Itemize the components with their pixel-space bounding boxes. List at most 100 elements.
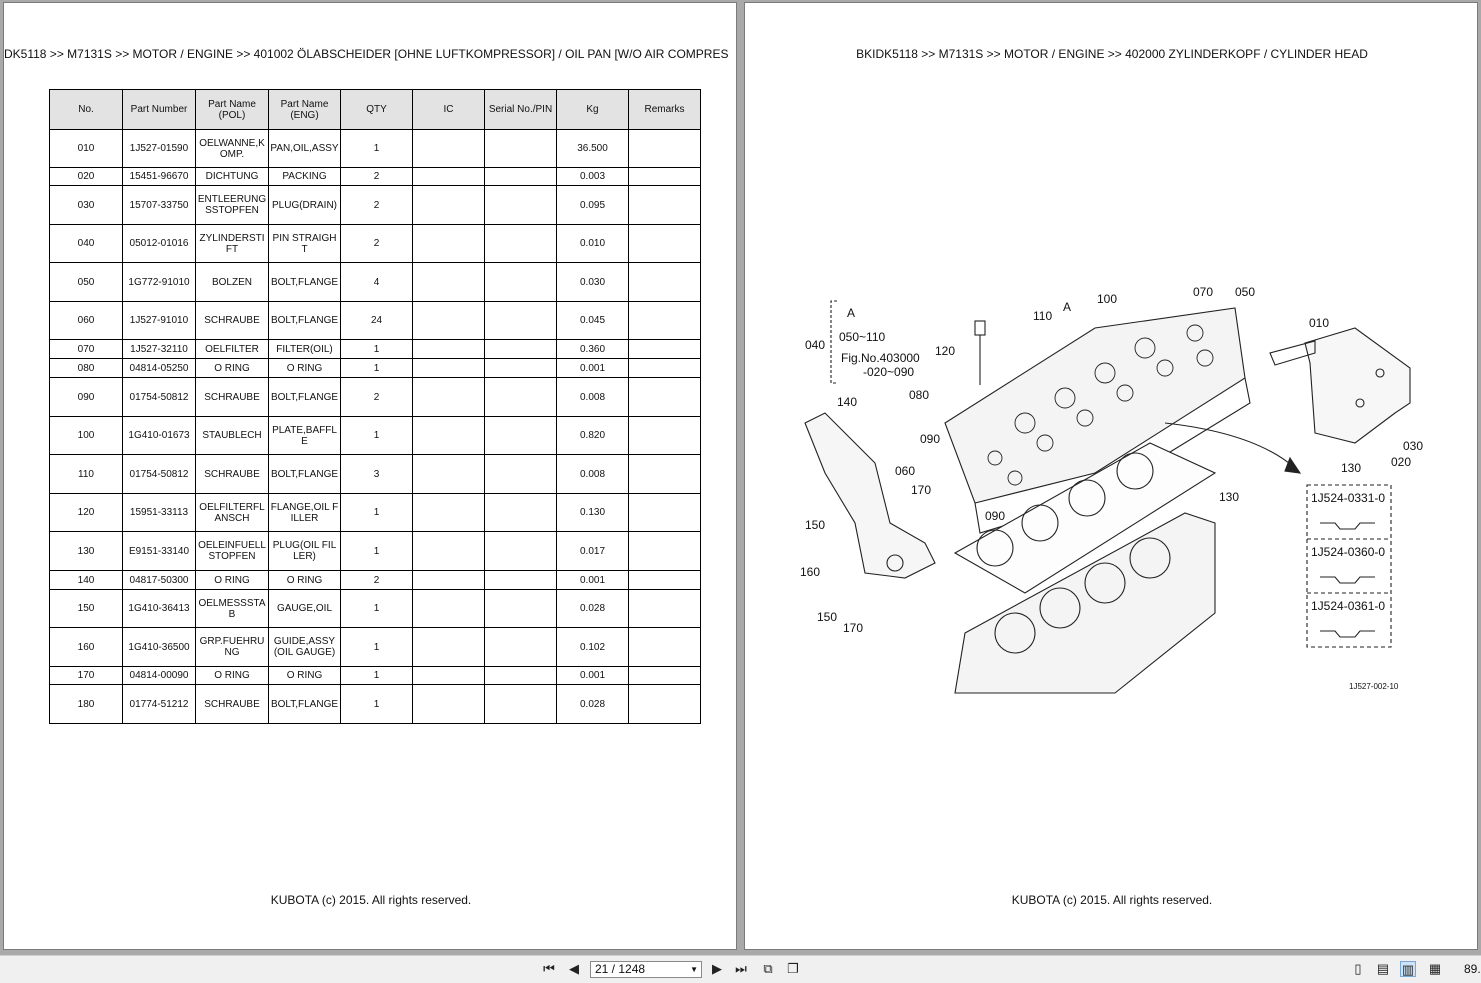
duplicate-page-icon[interactable]: ❐ <box>787 961 799 976</box>
col-part-name-eng-cell: BOLT,FLANGE <box>268 684 341 724</box>
col-part-number-cell: 1J527-91010 <box>122 301 196 340</box>
col-remarks-cell <box>628 589 701 628</box>
col-remarks-cell <box>628 301 701 340</box>
col-kg-cell: 0.001 <box>556 570 629 590</box>
col-kg-cell: 0.360 <box>556 339 629 359</box>
col-remarks-cell <box>628 684 701 724</box>
col-kg-cell: 0.028 <box>556 589 629 628</box>
right-footer: KUBOTA (c) 2015. All rights reserved. <box>1011 893 1213 907</box>
single-page-view-icon[interactable]: ▯ <box>1354 961 1362 976</box>
two-page-view-icon[interactable]: ▥ <box>1400 961 1416 977</box>
col-part-number-cell: 04817-50300 <box>122 570 196 590</box>
col-part-number-cell: 1G410-36500 <box>122 627 196 667</box>
col-part-name-eng-cell: FILTER(OIL) <box>268 339 341 359</box>
page-select[interactable]: 21 / 1248 ▼ <box>590 961 702 978</box>
col-remarks-cell <box>628 262 701 302</box>
col-serial-cell <box>484 377 557 417</box>
col-no-cell: 150 <box>49 589 123 628</box>
col-ic-cell <box>412 666 485 685</box>
col-kg-cell: 0.001 <box>556 666 629 685</box>
col-no-cell: 050 <box>49 262 123 302</box>
col-remarks-cell <box>628 627 701 667</box>
col-no-cell: 160 <box>49 627 123 667</box>
copy-page-icon[interactable]: ⧉ <box>763 961 773 976</box>
col-ic-cell <box>412 684 485 724</box>
col-remarks-cell <box>628 224 701 263</box>
col-qty-cell: 4 <box>340 262 413 302</box>
col-no-cell: 130 <box>49 531 123 571</box>
col-part-name-eng-cell: PLATE,BAFFLE <box>268 416 341 455</box>
col-part-number-cell: 1J527-01590 <box>122 129 196 168</box>
col-serial-cell <box>484 666 557 685</box>
col-part-number-cell: 1J527-32110 <box>122 339 196 359</box>
col-part-name-pol-cell: OELWANNE,KOMP. <box>195 129 269 168</box>
col-qty-cell: 1 <box>340 627 413 667</box>
col-part-number-cell: 04814-05250 <box>122 358 196 378</box>
zoom-level[interactable]: 89. <box>1464 962 1481 976</box>
col-kg-cell: 0.017 <box>556 531 629 571</box>
col-no-cell: 120 <box>49 493 123 532</box>
two-page-continuous-view-icon[interactable]: ▦ <box>1428 961 1442 976</box>
col-part-name-eng-cell: BOLT,FLANGE <box>268 454 341 494</box>
col-ic-cell <box>412 454 485 494</box>
col-no-cell: 140 <box>49 570 123 590</box>
col-qty-cell: 2 <box>340 185 413 225</box>
first-page-icon[interactable]: ⏮ <box>543 961 555 976</box>
col-remarks-cell <box>628 570 701 590</box>
col-no-cell: 080 <box>49 358 123 378</box>
last-page-icon[interactable]: ⏭ <box>735 961 747 976</box>
col-qty-cell: 1 <box>340 531 413 571</box>
next-page-icon[interactable]: ▶ <box>712 961 722 976</box>
col-no-cell: 040 <box>49 224 123 263</box>
col-part-name-eng-cell: GAUGE,OIL <box>268 589 341 628</box>
col-part-number-cell: 15951-33113 <box>122 493 196 532</box>
ref-letter-a-2: A <box>1063 300 1071 314</box>
col-kg-header: Kg <box>556 89 629 130</box>
callout-170-b: 170 <box>843 621 863 635</box>
col-kg-cell: 0.001 <box>556 358 629 378</box>
chevron-down-icon: ▼ <box>690 965 698 974</box>
callout-120: 120 <box>935 344 955 358</box>
col-ic-cell <box>412 377 485 417</box>
col-part-number-cell: 01754-50812 <box>122 377 196 417</box>
col-part-name-pol-cell: SCHRAUBE <box>195 301 269 340</box>
col-remarks-cell <box>628 531 701 571</box>
continuous-view-icon[interactable]: ▤ <box>1376 961 1390 976</box>
col-kg-cell: 0.095 <box>556 185 629 225</box>
figure-id: 1J527-002-10 <box>1349 682 1399 691</box>
col-serial-header: Serial No./PIN <box>484 89 557 130</box>
col-part-name-pol-cell: BOLZEN <box>195 262 269 302</box>
col-serial-cell <box>484 570 557 590</box>
col-serial-cell <box>484 493 557 532</box>
col-serial-cell <box>484 224 557 263</box>
callout-150: 150 <box>805 518 825 532</box>
col-serial-cell <box>484 339 557 359</box>
col-part-name-pol-cell: SCHRAUBE <box>195 454 269 494</box>
col-part-number-cell: 15451-96670 <box>122 167 196 186</box>
col-part-name-eng-cell: PAN,OIL,ASSY <box>268 129 341 168</box>
col-kg-cell: 0.820 <box>556 416 629 455</box>
cylinder-head-exploded-diagram: 010 020 030 040 050 060 070 080 090 090 … <box>800 285 1423 694</box>
prev-page-icon[interactable]: ◀ <box>569 961 579 976</box>
col-qty-cell: 1 <box>340 339 413 359</box>
col-qty-cell: 24 <box>340 301 413 340</box>
note-line-1: 050~110 <box>839 330 885 344</box>
col-ic-cell <box>412 224 485 263</box>
col-serial-cell <box>484 627 557 667</box>
callout-050: 050 <box>1235 285 1255 299</box>
callout-150-b: 150 <box>817 610 837 624</box>
col-ic-cell <box>412 262 485 302</box>
col-ic-cell <box>412 301 485 340</box>
col-kg-cell: 0.130 <box>556 493 629 532</box>
col-part-name-eng-cell: BOLT,FLANGE <box>268 262 341 302</box>
col-ic-cell <box>412 570 485 590</box>
callout-020: 020 <box>1391 455 1411 469</box>
